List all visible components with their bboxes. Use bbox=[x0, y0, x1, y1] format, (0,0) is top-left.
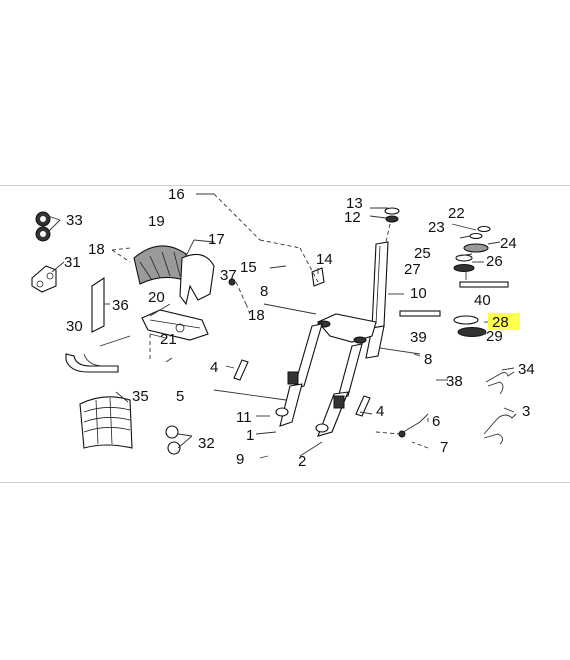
part-17-side-cover bbox=[179, 253, 215, 306]
callout-35: 35 bbox=[132, 388, 149, 405]
callout-16: 16 bbox=[168, 186, 185, 203]
part-30-clamp bbox=[65, 353, 119, 373]
callout-31: 31 bbox=[64, 254, 81, 271]
callout-1: 1 bbox=[246, 427, 254, 444]
callout-4-left: 4 bbox=[210, 359, 218, 376]
part-13-12-top-nut bbox=[384, 207, 400, 223]
part-19-front-cover bbox=[133, 245, 191, 285]
callout-20: 20 bbox=[148, 289, 165, 306]
part-36-plate bbox=[91, 276, 105, 333]
callout-27: 27 bbox=[404, 261, 421, 278]
callout-15: 15 bbox=[240, 259, 257, 276]
part-triple-clamp bbox=[317, 313, 377, 344]
callout-38: 38 bbox=[446, 373, 463, 390]
callout-14: 14 bbox=[316, 251, 333, 268]
callout-36: 36 bbox=[112, 297, 129, 314]
callout-22: 22 bbox=[448, 205, 465, 222]
callout-37: 37 bbox=[220, 267, 237, 284]
callout-23: 23 bbox=[428, 219, 445, 236]
callout-21: 21 bbox=[160, 331, 177, 348]
part-14-clip bbox=[311, 267, 325, 287]
part-40-tube bbox=[459, 281, 509, 288]
callout-2: 2 bbox=[298, 453, 306, 470]
part-6-cable bbox=[398, 413, 429, 438]
callout-8-bottom: 8 bbox=[424, 351, 432, 368]
part-35-grill bbox=[79, 396, 133, 449]
callout-32: 32 bbox=[198, 435, 215, 452]
callout-18-left: 18 bbox=[88, 241, 105, 258]
callout-12: 12 bbox=[344, 209, 361, 226]
callout-9: 9 bbox=[236, 451, 244, 468]
callout-8-top: 8 bbox=[260, 283, 268, 300]
callout-17: 17 bbox=[208, 231, 225, 248]
callout-25: 25 bbox=[414, 245, 431, 262]
callout-18-mid: 18 bbox=[248, 307, 265, 324]
callout-28: 28 bbox=[492, 314, 509, 331]
callout-30: 30 bbox=[66, 318, 83, 335]
part-34-hook bbox=[485, 371, 515, 395]
callout-10: 10 bbox=[410, 285, 427, 302]
callout-26: 26 bbox=[486, 253, 503, 270]
highlight-28 bbox=[488, 313, 520, 330]
part-5-rod bbox=[213, 389, 287, 401]
part-33-washers bbox=[35, 211, 51, 242]
part-32-clamps bbox=[165, 425, 181, 455]
callout-labels: 33 31 36 18 19 17 16 15 14 37 8 20 18 21… bbox=[64, 186, 535, 470]
callout-29: 29 bbox=[486, 328, 503, 345]
callout-34: 34 bbox=[518, 361, 535, 378]
part-37-bolt bbox=[228, 278, 236, 286]
part-10-steering-stem bbox=[365, 241, 389, 359]
callout-7: 7 bbox=[440, 439, 448, 456]
callout-40: 40 bbox=[474, 292, 491, 309]
callout-5: 5 bbox=[176, 388, 184, 405]
diagram-frame: 33 31 36 18 19 17 16 15 14 37 8 20 18 21… bbox=[0, 185, 570, 483]
callout-6: 6 bbox=[432, 413, 440, 430]
part-3-hook bbox=[483, 413, 517, 445]
part-4-rubbers bbox=[233, 359, 371, 417]
callout-4-right: 4 bbox=[376, 403, 384, 420]
callout-11: 11 bbox=[236, 409, 252, 426]
part-31-bracket bbox=[31, 265, 57, 293]
part-fork-legs bbox=[275, 323, 363, 437]
callout-33: 33 bbox=[66, 212, 83, 229]
callout-24: 24 bbox=[500, 235, 517, 252]
callout-13: 13 bbox=[346, 195, 363, 212]
leader-lines bbox=[47, 193, 515, 459]
callout-39: 39 bbox=[410, 329, 427, 346]
part-8-axles bbox=[263, 303, 421, 355]
part-39-tube bbox=[399, 310, 441, 317]
callout-3: 3 bbox=[522, 403, 530, 420]
callout-19: 19 bbox=[148, 213, 165, 230]
exploded-parts-diagram: 33 31 36 18 19 17 16 15 14 37 8 20 18 21… bbox=[31, 186, 535, 470]
part-28-29-races bbox=[453, 315, 487, 337]
part-bearing-stack bbox=[453, 225, 491, 280]
